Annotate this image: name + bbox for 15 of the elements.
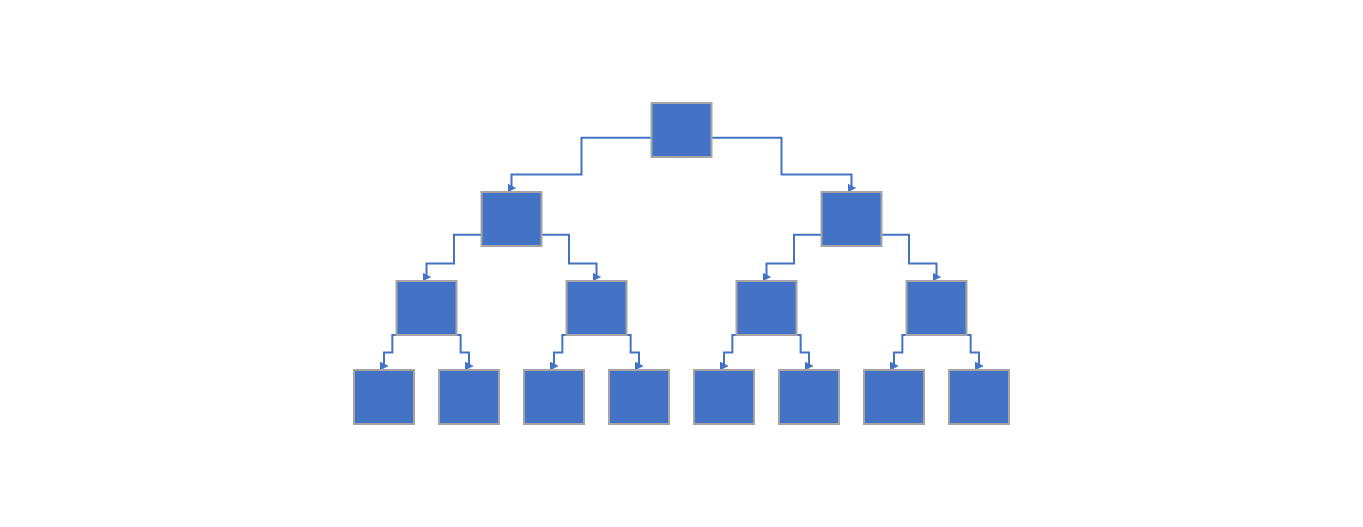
node-box (480, 191, 543, 247)
node-box (353, 369, 415, 425)
node-box (650, 102, 713, 158)
node-box (735, 280, 798, 336)
node-box (395, 280, 458, 336)
node-box (523, 369, 585, 425)
node-box (778, 369, 840, 425)
node-box (565, 280, 628, 336)
node-box (820, 191, 883, 247)
node-box (438, 369, 500, 425)
node-box (693, 369, 755, 425)
node-box (608, 369, 670, 425)
node-box (948, 369, 1010, 425)
node-box (863, 369, 925, 425)
node-box (905, 280, 968, 336)
